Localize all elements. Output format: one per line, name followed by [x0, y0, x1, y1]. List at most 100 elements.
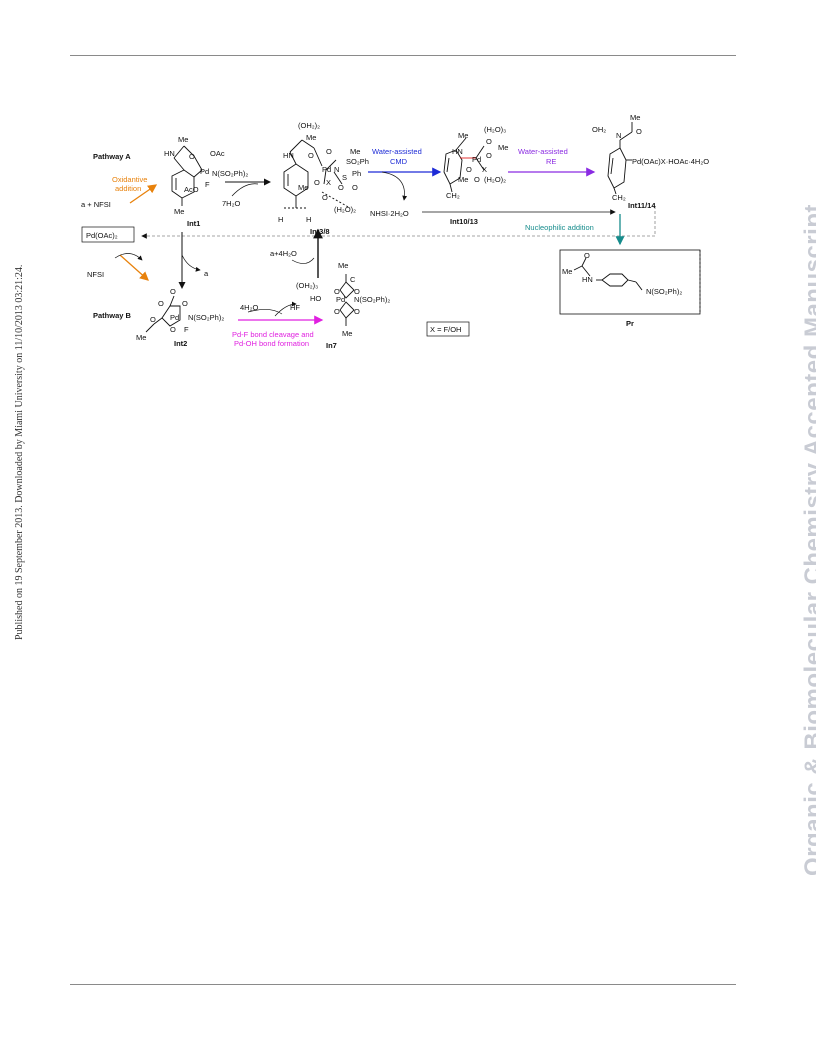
four-water-label: 4H₂O: [240, 303, 258, 312]
svg-text:OH₂: OH₂: [592, 125, 606, 134]
pathway-b-label: Pathway B: [93, 311, 132, 320]
product-label: Pr: [626, 319, 634, 328]
pd-oac2-box: Pd(OAc)₂: [81, 226, 135, 243]
svg-text:N(SO₂Ph)₂: N(SO₂Ph)₂: [354, 295, 390, 304]
svg-text:H: H: [306, 215, 311, 224]
water-re-label-2: RE: [546, 157, 556, 166]
in7-label: In7: [326, 341, 337, 350]
a-nfsi-label: a + NFSI: [81, 200, 111, 209]
svg-text:CH₂: CH₂: [612, 193, 626, 202]
svg-text:Me: Me: [306, 133, 316, 142]
svg-text:N(SO₂Ph)₂: N(SO₂Ph)₂: [212, 169, 248, 178]
product-atoms: Me O HN N(SO₂Ph)₂ Pr: [562, 251, 682, 328]
int1-label: Int1: [187, 219, 200, 228]
a-label: a: [204, 269, 209, 278]
svg-text:O: O: [170, 325, 176, 334]
in7-structure: [339, 274, 355, 326]
svg-text:O: O: [466, 165, 472, 174]
svg-text:Ph: Ph: [352, 169, 361, 178]
svg-text:HN: HN: [582, 275, 593, 284]
header-rule: [70, 55, 736, 56]
svg-text:O: O: [322, 193, 328, 202]
svg-text:N: N: [334, 165, 339, 174]
pdf-cleavage-label-1: Pd-F bond cleavage and: [232, 330, 314, 339]
svg-text:O: O: [189, 152, 195, 161]
int1013-atoms: (H₂O)₃ Me HN O Me Pd O O X Me O (H₂O)₂ C…: [446, 125, 508, 226]
svg-text:Me: Me: [136, 333, 146, 342]
int38-structure: [283, 139, 351, 209]
svg-text:X: X: [326, 178, 331, 187]
int1-to-int2-arrow: a: [178, 232, 209, 289]
svg-text:(OH₂)₂: (OH₂)₂: [298, 121, 320, 130]
scheme-svg: Pd(OAc)₂ Pathway A Pathway B Oxidantive …: [81, 113, 709, 350]
water-re-arrow: Water-assisted RE: [508, 147, 596, 177]
svg-text:Me: Me: [350, 147, 360, 156]
svg-text:N(SO₂Ph)₂: N(SO₂Ph)₂: [646, 287, 682, 296]
svg-text:Me: Me: [174, 207, 184, 216]
water-re-label-1: Water-assisted: [518, 147, 568, 156]
int2-to-in7-arrow: 4H₂O HF Pd-F bond cleavage and Pd-OH bon…: [232, 301, 324, 348]
svg-text:O: O: [182, 299, 188, 308]
svg-text:O: O: [486, 137, 492, 146]
svg-text:X: X: [482, 165, 487, 174]
nucleophilic-addition-arrow: Nucleophilic addition: [525, 214, 625, 246]
svg-text:O: O: [150, 315, 156, 324]
svg-text:HO: HO: [310, 294, 321, 303]
svg-text:SO₂Ph: SO₂Ph: [346, 157, 369, 166]
int2-label: Int2: [174, 339, 187, 348]
svg-text:O: O: [326, 147, 332, 156]
int38-label: Int3/8: [310, 227, 330, 236]
svg-text:Me: Me: [458, 175, 468, 184]
pdf-cleavage-label-2: Pd-OH bond formation: [234, 339, 309, 348]
product-structure: [573, 257, 643, 291]
svg-text:O: O: [158, 299, 164, 308]
svg-text:O: O: [354, 307, 360, 316]
svg-text:O: O: [636, 127, 642, 136]
svg-text:O: O: [486, 151, 492, 160]
svg-text:Me: Me: [458, 131, 468, 140]
svg-text:F: F: [205, 180, 210, 189]
svg-text:O: O: [334, 287, 340, 296]
svg-text:HN: HN: [452, 147, 463, 156]
svg-text:O: O: [170, 287, 176, 296]
hf-label: HF: [290, 303, 300, 312]
water-cmd-arrow: Water-assisted CMD NHSI·2H₂O: [368, 147, 442, 218]
int2-structure: [145, 295, 181, 333]
svg-text:Pd: Pd: [170, 313, 179, 322]
int1-structure: [171, 145, 203, 206]
int1013-structure: [443, 137, 485, 193]
svg-text:AcO: AcO: [184, 185, 199, 194]
int1114-atoms: Me OH₂ N O Pd(OAc)X·HOAc·4H₂O CH₂ Int11/…: [592, 113, 709, 210]
water-cmd-label-2: CMD: [390, 157, 408, 166]
svg-text:C: C: [350, 275, 356, 284]
svg-text:Me: Me: [342, 329, 352, 338]
x-note-box: X = F/OH: [426, 321, 470, 337]
svg-text:Me: Me: [338, 261, 348, 270]
oxidative-addition-label-1: Oxidantive: [112, 175, 147, 184]
nfsi-label: NFSI: [87, 270, 104, 279]
catalyst-return-dashed-line: [141, 206, 656, 239]
svg-text:Pd: Pd: [336, 295, 345, 304]
svg-text:Pd: Pd: [200, 167, 209, 176]
int1114-formula: Pd(OAc)X·HOAc·4H₂O: [632, 157, 709, 166]
reaction-scheme: Pd(OAc)₂ Pathway A Pathway B Oxidantive …: [70, 110, 736, 360]
svg-text:CH₂: CH₂: [446, 191, 460, 200]
svg-text:(OH₂)₃: (OH₂)₃: [296, 281, 318, 290]
water-cmd-label-1: Water-assisted: [372, 147, 422, 156]
oxidative-addition-label-2: addition: [115, 184, 141, 193]
svg-text:OAc: OAc: [210, 149, 225, 158]
svg-text:O: O: [474, 175, 480, 184]
svg-text:O: O: [584, 251, 590, 260]
pathway-a-label: Pathway A: [93, 152, 131, 161]
int1-to-int38-arrow: 7H₂O: [222, 178, 271, 208]
svg-text:HN: HN: [164, 149, 175, 158]
oxidative-addition-arrow: Oxidantive addition a + NFSI NFSI: [81, 175, 158, 281]
svg-text:(H₂O)₃: (H₂O)₃: [484, 125, 506, 134]
svg-text:N: N: [616, 131, 621, 140]
svg-text:Me: Me: [178, 135, 188, 144]
svg-text:(H₂O)₂: (H₂O)₂: [334, 205, 356, 214]
seven-water-label: 7H₂O: [222, 199, 240, 208]
svg-text:O: O: [352, 183, 358, 192]
x-note-label: X = F/OH: [430, 325, 461, 334]
